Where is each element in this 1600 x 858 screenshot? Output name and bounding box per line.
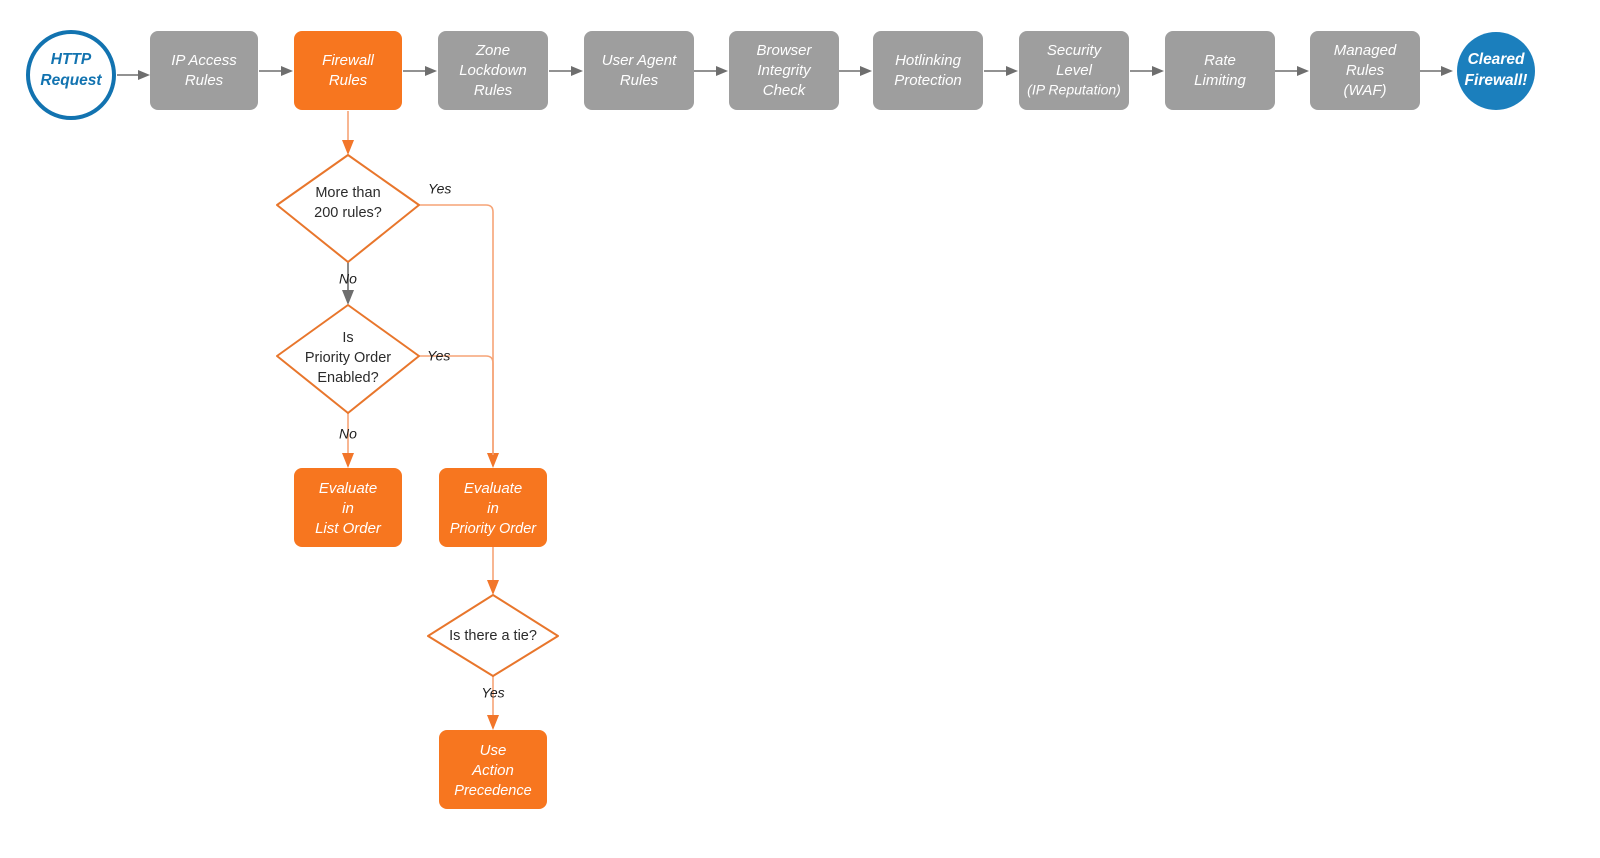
edge-label-rules-yes: Yes (428, 181, 451, 197)
node-managed-rules-waf-line-1: Managed (1334, 42, 1397, 59)
node-zone-lockdown-rules-line-1: Zone (475, 42, 510, 59)
edge-label-priority-no: No (339, 426, 357, 442)
connector-priority-evaluate-to-tie-decision (487, 547, 499, 595)
node-hotlinking-protection-line-1: Hotlinking (895, 52, 962, 69)
connector-user-agent-to-browser-integrity (694, 66, 728, 76)
connector-priority-yes-to-priority-evaluate (419, 355, 494, 455)
node-firewall-rules-line-1: Firewall (322, 52, 374, 69)
connector-security-level-to-rate-limiting (1130, 66, 1164, 76)
node-browser-integrity-check[interactable]: Browser Integrity Check (729, 31, 839, 110)
node-rate-limiting-line-2: Limiting (1194, 72, 1246, 89)
node-browser-integrity-check-line-2: Integrity (757, 62, 812, 79)
connector-ip-access-to-firewall (259, 66, 293, 76)
node-http-request-line-2: Request (40, 72, 102, 89)
connector-tie-yes-to-action-precedence (487, 676, 499, 730)
connector-zone-lockdown-to-user-agent (549, 66, 583, 76)
node-firewall-rules[interactable]: Firewall Rules (294, 31, 402, 110)
node-evaluate-priority-order[interactable]: Evaluate in Priority Order (439, 468, 547, 547)
node-use-action-precedence-line-1: Use (480, 742, 507, 759)
node-hotlinking-protection-line-2: Protection (894, 72, 962, 89)
connector-rules-yes-to-priority-evaluate (419, 204, 499, 468)
node-managed-rules-waf[interactable]: Managed Rules (WAF) (1310, 31, 1420, 110)
connector-rules-no-to-priority-decision (342, 262, 354, 305)
node-evaluate-priority-order-line-2: in (487, 500, 499, 517)
node-is-there-a-tie-line-1: Is there a tie? (449, 628, 537, 644)
node-evaluate-list-order-line-3: List Order (315, 520, 382, 537)
edge-label-priority-yes: Yes (427, 348, 450, 364)
node-more-than-200-rules-line-2: 200 rules? (314, 205, 382, 221)
connector-hotlinking-to-security-level (984, 66, 1018, 76)
node-evaluate-list-order-line-2: in (342, 500, 354, 517)
node-evaluate-list-order-line-1: Evaluate (319, 480, 377, 497)
connector-browser-integrity-to-hotlinking (838, 66, 872, 76)
edge-label-tie-yes: Yes (481, 685, 504, 701)
node-is-there-a-tie[interactable]: Is there a tie? (427, 594, 559, 677)
node-cleared-firewall[interactable]: Cleared Firewall! (1457, 32, 1535, 110)
node-rate-limiting-line-1: Rate (1204, 52, 1236, 69)
node-more-than-200-rules[interactable]: More than 200 rules? (276, 154, 420, 263)
node-browser-integrity-check-line-3: Check (763, 82, 807, 99)
node-cleared-firewall-line-2: Firewall! (1465, 72, 1528, 89)
node-priority-order-enabled-line-3: Enabled? (317, 370, 378, 386)
node-rate-limiting[interactable]: Rate Limiting (1165, 31, 1275, 110)
edge-label-rules-no: No (339, 271, 357, 287)
connector-firewall-to-rules-decision (342, 111, 354, 155)
node-evaluate-list-order[interactable]: Evaluate in List Order (294, 468, 402, 547)
node-http-request-line-1: HTTP (51, 51, 92, 68)
connector-rate-limiting-to-managed-rules (1275, 66, 1309, 76)
pipeline-connectors (117, 66, 1453, 80)
node-firewall-rules-line-2: Rules (329, 72, 368, 89)
connector-managed-rules-to-cleared (1420, 66, 1453, 76)
node-security-level-line-1: Security (1047, 42, 1103, 59)
connector-priority-no-to-list-evaluate (342, 413, 354, 468)
edge-labels: Yes No Yes No Yes (339, 181, 505, 701)
node-user-agent-rules[interactable]: User Agent Rules (584, 31, 694, 110)
node-managed-rules-waf-line-2: Rules (1346, 62, 1385, 79)
node-more-than-200-rules-line-1: More than (315, 185, 380, 201)
node-evaluate-priority-order-line-1: Evaluate (464, 480, 522, 497)
node-hotlinking-protection[interactable]: Hotlinking Protection (873, 31, 983, 110)
node-http-request[interactable]: HTTP Request (26, 30, 116, 120)
node-priority-order-enabled[interactable]: Is Priority Order Enabled? (276, 304, 420, 414)
node-security-level-line-3: (IP Reputation) (1027, 82, 1121, 98)
node-priority-order-enabled-line-2: Priority Order (305, 350, 391, 366)
connector-firewall-to-zone-lockdown (403, 66, 437, 76)
node-ip-access-rules-line-1: IP Access (171, 52, 237, 69)
node-use-action-precedence[interactable]: Use Action Precedence (439, 730, 547, 809)
node-evaluate-priority-order-line-3: Priority Order (450, 521, 537, 537)
node-zone-lockdown-rules-line-2: Lockdown (459, 62, 527, 79)
node-user-agent-rules-line-2: Rules (620, 72, 659, 89)
node-browser-integrity-check-line-1: Browser (756, 42, 812, 59)
node-managed-rules-waf-line-3: (WAF) (1343, 82, 1386, 99)
branch-connectors (342, 111, 499, 730)
connector-start-to-ip-access (117, 70, 150, 80)
node-priority-order-enabled-line-1: Is (342, 330, 353, 346)
node-security-level-line-2: Level (1056, 62, 1093, 79)
node-use-action-precedence-line-3: Precedence (454, 783, 531, 799)
node-ip-access-rules-line-2: Rules (185, 72, 224, 89)
node-cleared-firewall-line-1: Cleared (1468, 51, 1525, 68)
node-use-action-precedence-line-2: Action (471, 762, 514, 779)
node-ip-access-rules[interactable]: IP Access Rules (150, 31, 258, 110)
node-zone-lockdown-rules[interactable]: Zone Lockdown Rules (438, 31, 548, 110)
node-security-level[interactable]: Security Level (IP Reputation) (1019, 31, 1129, 110)
node-zone-lockdown-rules-line-3: Rules (474, 82, 513, 99)
node-user-agent-rules-line-1: User Agent (602, 52, 677, 69)
